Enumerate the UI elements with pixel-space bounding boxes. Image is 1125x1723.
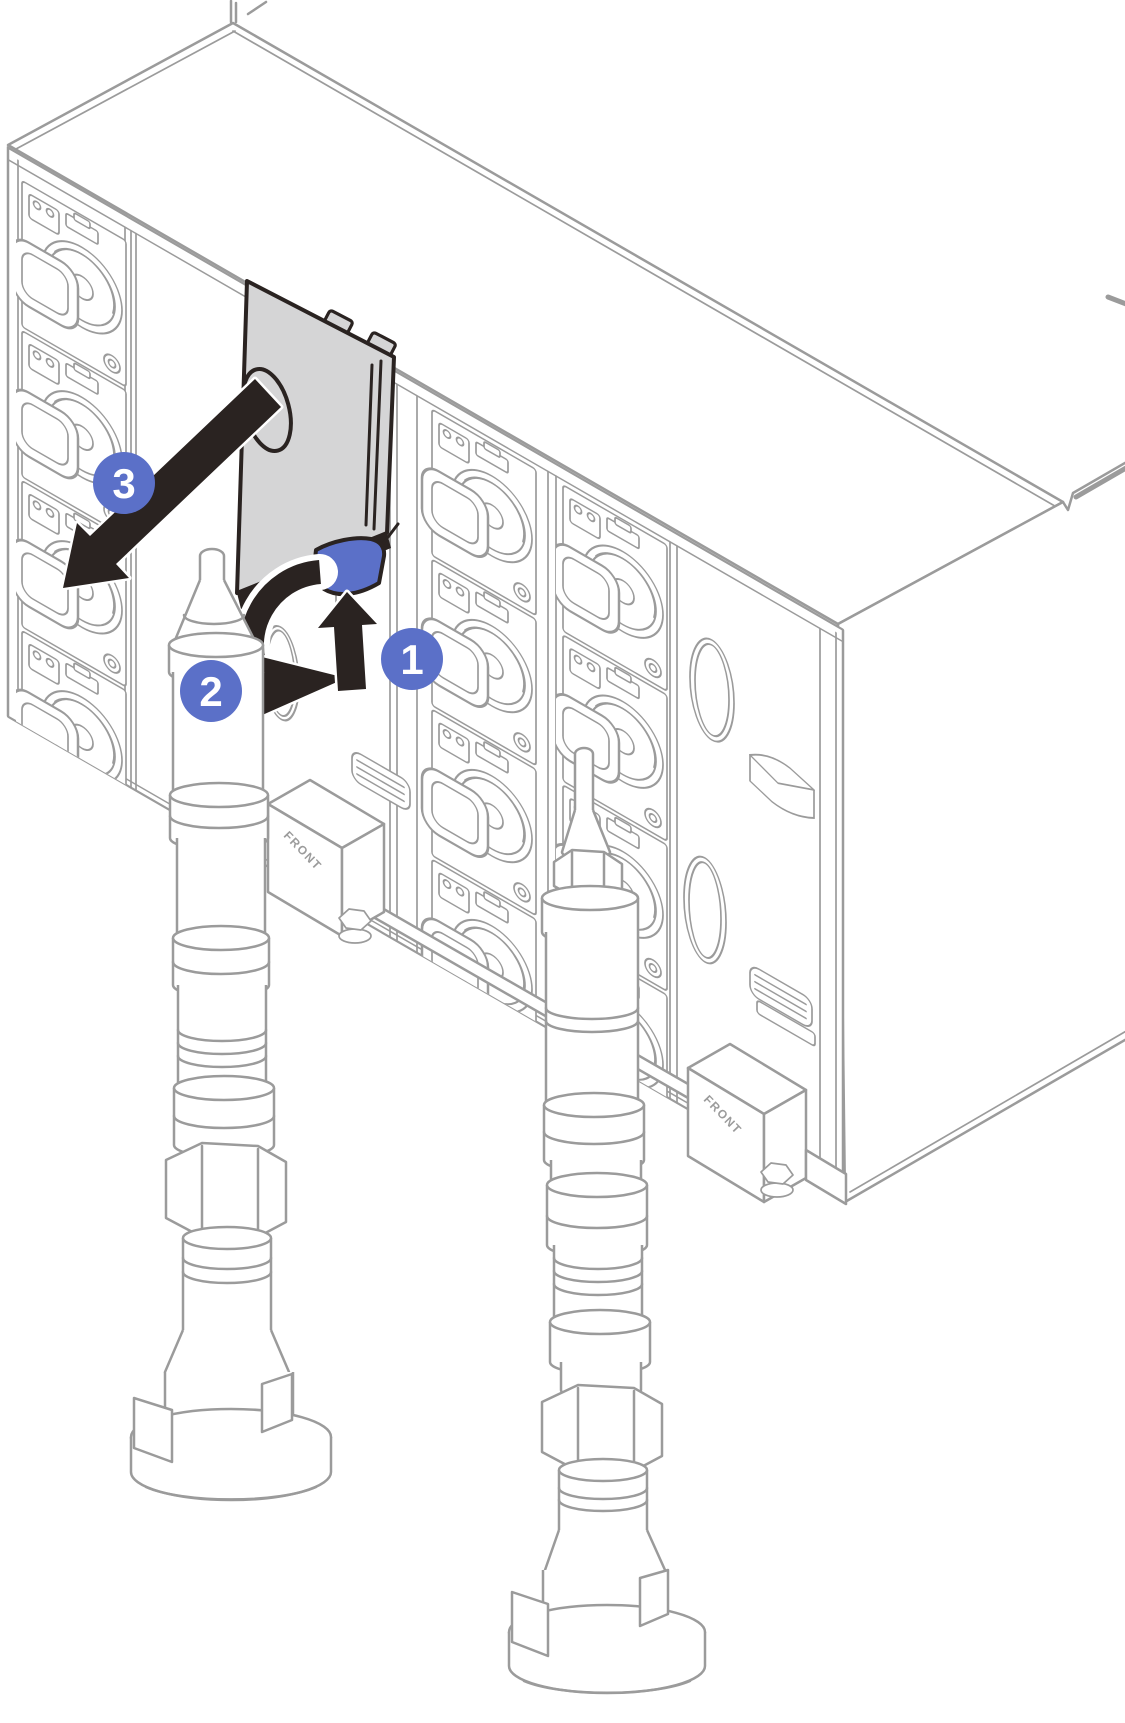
base-tab <box>510 1590 550 1658</box>
callout-2: 2 <box>180 660 242 722</box>
base-tab <box>638 1568 670 1628</box>
callout-3-number: 3 <box>112 460 135 507</box>
step1-up-arrow-icon <box>315 589 380 694</box>
pipe-hex-fitting <box>540 1383 664 1474</box>
pipe-bracket-left: FRONT <box>266 778 386 944</box>
blank-filler-bay <box>683 637 816 1047</box>
callout-2-number: 2 <box>199 668 222 715</box>
chassis-right-end <box>836 294 1125 1204</box>
chassis-top-face <box>6 0 1065 626</box>
manifold-pipe-left <box>129 547 333 1502</box>
pipe-bracket-right: FRONT <box>686 1042 848 1206</box>
base-tab <box>132 1396 174 1464</box>
callout-1: 1 <box>381 628 443 690</box>
base-tab <box>260 1372 294 1434</box>
bracket-bolt <box>338 908 372 944</box>
bracket-bolt <box>760 1162 794 1198</box>
pipe-hex-fitting <box>164 1141 288 1240</box>
callout-1-number: 1 <box>400 636 423 683</box>
manifold-pipe-right <box>507 746 707 1695</box>
step3-remove-arrow-icon <box>60 376 284 591</box>
callout-3: 3 <box>93 452 155 514</box>
